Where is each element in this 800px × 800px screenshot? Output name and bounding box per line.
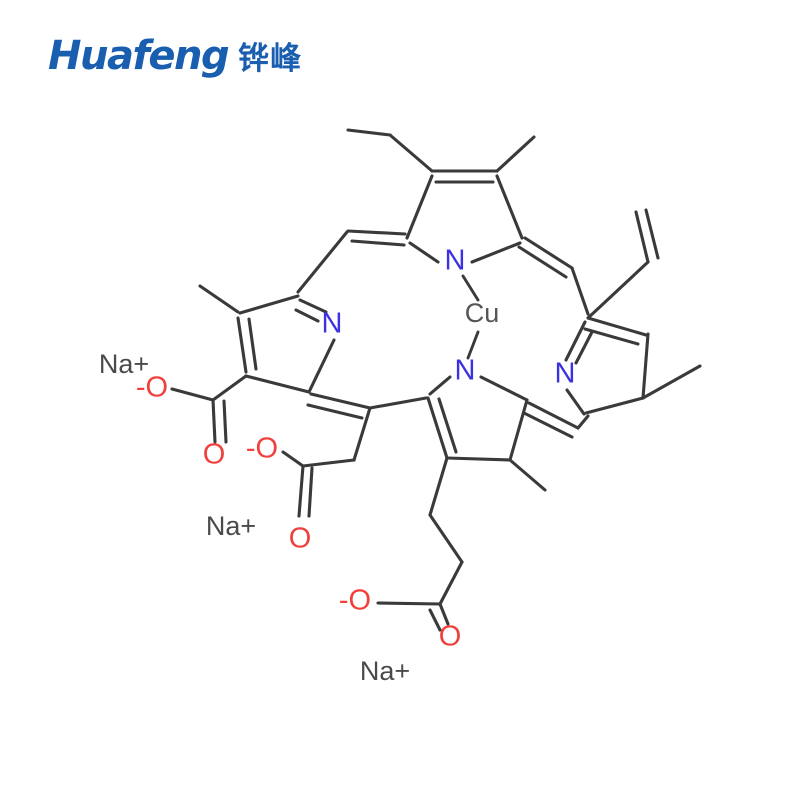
oxygen-propanoate-anion: -O (339, 585, 371, 617)
oxygen-propanoate-double: O (439, 621, 462, 653)
nitrogen-atom-bottom: N (455, 355, 476, 387)
nitrogen-atom-top: N (445, 245, 466, 277)
bond-network (170, 128, 702, 632)
nitrogen-atom-right: N (555, 358, 576, 390)
nitrogen-atom-left: N (322, 308, 343, 340)
oxygen-acetate-double: O (289, 523, 312, 555)
logo-cjk-text: 铧峰 (238, 41, 303, 77)
oxygen-carboxylate-left-double: O (203, 439, 226, 471)
sodium-ion-1: Na+ (99, 349, 149, 379)
atom-label-group: N N N N Cu -O O -O O -O O Na+ Na+ Na+ (99, 245, 576, 686)
brand-logo: Huafeng 铧峰 (48, 36, 302, 76)
oxygen-carboxylate-left-anion: -O (136, 372, 168, 404)
sodium-ion-2: Na+ (206, 511, 256, 541)
oxygen-acetate-anion: -O (246, 433, 278, 465)
logo-latin-text: Huafeng (48, 33, 230, 79)
copper-atom-label: Cu (465, 298, 500, 328)
sodium-ion-3: Na+ (360, 656, 410, 686)
